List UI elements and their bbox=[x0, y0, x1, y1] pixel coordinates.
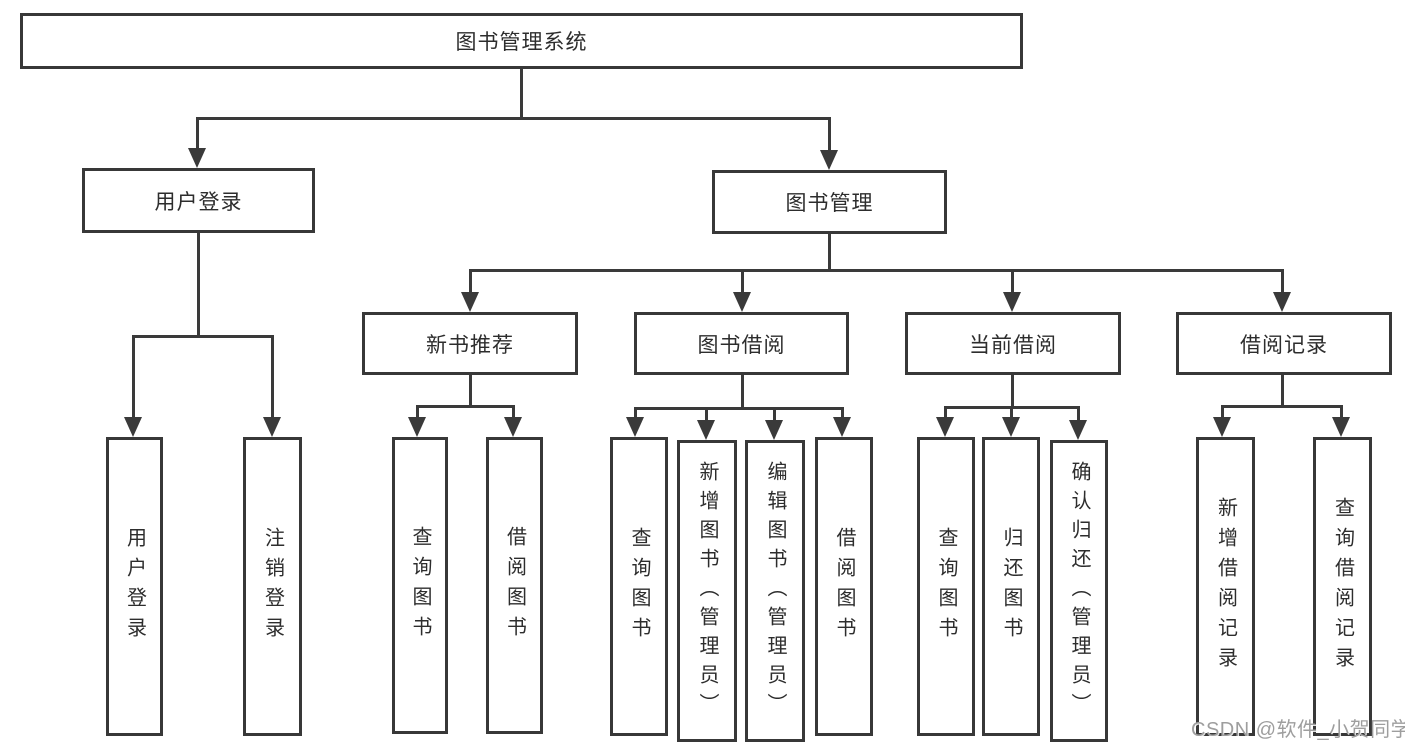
connector-line bbox=[1011, 269, 1014, 296]
leaf-bb-query-books: 查询图书 bbox=[610, 437, 668, 736]
connector-line bbox=[773, 407, 776, 423]
connector-line bbox=[741, 375, 744, 409]
leaf-br-add-record: 新增借阅记录 bbox=[1196, 437, 1255, 736]
connector-line bbox=[705, 407, 708, 423]
leaf-cb-confirm-return-admin-label: 确认归还（管理员） bbox=[1068, 460, 1090, 722]
connector-line bbox=[944, 406, 947, 420]
node-current-borrowing: 当前借阅 bbox=[905, 312, 1121, 375]
arrow-down-icon bbox=[1273, 292, 1291, 312]
leaf-bb-borrow-books-label: 借阅图书 bbox=[833, 526, 855, 647]
leaf-bb-add-books-admin-label: 新增图书（管理员） bbox=[696, 460, 718, 722]
node-root-label: 图书管理系统 bbox=[455, 31, 588, 54]
arrow-down-icon bbox=[1069, 420, 1087, 440]
node-new-book-recommend: 新书推荐 bbox=[362, 312, 578, 375]
arrow-down-icon bbox=[1002, 417, 1020, 437]
leaf-br-query-record: 查询借阅记录 bbox=[1313, 437, 1372, 736]
arrow-down-icon bbox=[1003, 292, 1021, 312]
connector-line bbox=[741, 269, 744, 296]
arrow-down-icon bbox=[408, 417, 426, 437]
arrow-down-icon bbox=[461, 292, 479, 312]
leaf-bb-edit-books-admin: 编辑图书（管理员） bbox=[745, 440, 805, 742]
arrow-down-icon bbox=[188, 148, 206, 168]
csdn-watermark: CSDN @软件_小贺同学 bbox=[1191, 719, 1405, 741]
arrow-down-icon bbox=[697, 420, 715, 440]
connector-line bbox=[469, 269, 1284, 272]
leaf-logout: 注销登录 bbox=[243, 437, 302, 736]
connector-line bbox=[1221, 405, 1224, 420]
leaf-cb-query-books: 查询图书 bbox=[917, 437, 975, 736]
arrow-down-icon bbox=[263, 417, 281, 437]
arrow-down-icon bbox=[1213, 417, 1231, 437]
connector-line bbox=[416, 405, 419, 420]
connector-line bbox=[520, 69, 523, 119]
node-current-borrowing-label: 当前借阅 bbox=[969, 333, 1057, 357]
connector-line bbox=[634, 407, 844, 410]
node-user-login-label: 用户登录 bbox=[154, 190, 243, 214]
leaf-cb-return-books-label: 归还图书 bbox=[1000, 526, 1022, 647]
leaf-cb-return-books: 归还图书 bbox=[982, 437, 1040, 736]
arrow-down-icon bbox=[936, 417, 954, 437]
connector-line bbox=[271, 335, 274, 419]
connector-line bbox=[828, 117, 831, 155]
arrow-down-icon bbox=[765, 420, 783, 440]
leaf-bb-query-books-label: 查询图书 bbox=[628, 526, 650, 647]
arrow-down-icon bbox=[626, 417, 644, 437]
leaf-bb-add-books-admin: 新增图书（管理员） bbox=[677, 440, 737, 742]
arrow-down-icon bbox=[833, 417, 851, 437]
connector-line bbox=[1077, 406, 1080, 423]
arrow-down-icon bbox=[504, 417, 522, 437]
connector-line bbox=[469, 269, 472, 296]
leaf-nbr-borrow-books: 借阅图书 bbox=[486, 437, 543, 734]
connector-line bbox=[196, 117, 831, 120]
arrow-down-icon bbox=[733, 292, 751, 312]
arrow-down-icon bbox=[1332, 417, 1350, 437]
leaf-nbr-query-books-label: 查询图书 bbox=[409, 525, 431, 646]
connector-line bbox=[634, 407, 637, 420]
leaf-user-login-label: 用户登录 bbox=[123, 526, 146, 647]
connector-line bbox=[1281, 269, 1284, 296]
leaf-nbr-query-books: 查询图书 bbox=[392, 437, 448, 734]
connector-line bbox=[1010, 406, 1013, 420]
connector-line bbox=[841, 407, 844, 420]
connector-line bbox=[469, 375, 472, 407]
leaf-cb-confirm-return-admin: 确认归还（管理员） bbox=[1050, 440, 1108, 742]
node-borrowing-records: 借阅记录 bbox=[1176, 312, 1392, 375]
node-book-management-label: 图书管理 bbox=[785, 192, 874, 215]
connector-line bbox=[197, 233, 200, 337]
connector-line bbox=[196, 117, 199, 153]
connector-line bbox=[1221, 405, 1343, 408]
node-book-borrowing-label: 图书借阅 bbox=[697, 333, 786, 357]
leaf-bb-borrow-books: 借阅图书 bbox=[815, 437, 873, 736]
leaf-cb-query-books-label: 查询图书 bbox=[935, 526, 957, 647]
node-user-login: 用户登录 bbox=[82, 168, 315, 233]
leaf-br-add-record-label: 新增借阅记录 bbox=[1214, 496, 1237, 677]
connector-line bbox=[1011, 375, 1014, 408]
leaf-user-login: 用户登录 bbox=[106, 437, 163, 736]
leaf-bb-edit-books-admin-label: 编辑图书（管理员） bbox=[764, 460, 786, 722]
connector-line bbox=[828, 234, 831, 271]
node-new-book-recommend-label: 新书推荐 bbox=[426, 333, 514, 357]
connector-line bbox=[132, 335, 135, 419]
node-book-management: 图书管理 bbox=[712, 170, 947, 234]
arrow-down-icon bbox=[124, 417, 142, 437]
connector-line bbox=[1281, 375, 1284, 407]
node-book-borrowing: 图书借阅 bbox=[634, 312, 849, 375]
arrow-down-icon bbox=[820, 150, 838, 170]
connector-line bbox=[416, 405, 515, 408]
connector-line bbox=[132, 335, 274, 338]
leaf-logout-label: 注销登录 bbox=[261, 526, 284, 647]
leaf-nbr-borrow-books-label: 借阅图书 bbox=[503, 525, 526, 646]
node-root: 图书管理系统 bbox=[20, 13, 1023, 69]
connector-line bbox=[1340, 405, 1343, 420]
node-borrowing-records-label: 借阅记录 bbox=[1240, 333, 1328, 357]
connector-line bbox=[512, 405, 515, 420]
leaf-br-query-record-label: 查询借阅记录 bbox=[1331, 496, 1354, 677]
